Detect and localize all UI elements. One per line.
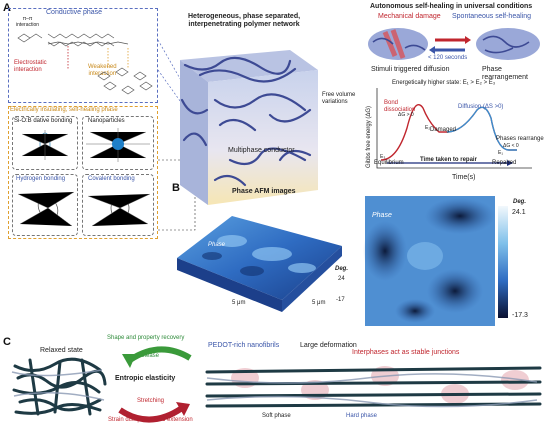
covalent-diagram <box>87 193 151 227</box>
repaired-label: Repaired <box>492 160 517 166</box>
insulating-phase-box <box>8 106 158 239</box>
panel-a-letter: A <box>3 2 11 14</box>
colorbar <box>498 206 508 318</box>
weakened-label: Weakened interaction <box>88 64 117 77</box>
y-axis-label: Gibbs free energy (ΔG) <box>366 105 372 168</box>
large-def-label: Large deformation <box>300 342 357 349</box>
polymer-network-block <box>180 50 318 205</box>
x-axis-label: Time(s) <box>452 174 476 181</box>
time-label: < 120 seconds <box>428 55 468 61</box>
colorbar-max: 24.1 <box>512 209 526 216</box>
relaxed-network <box>11 357 107 416</box>
conductive-phase-box <box>8 8 158 103</box>
sio-b-label: Si-O:B dative bonding <box>14 118 73 124</box>
afm-deg-bot: -17 <box>336 297 345 303</box>
time-repair-label: Time taken to repair <box>420 157 477 163</box>
bond-dissoc-label: Bond dissociation <box>384 100 416 113</box>
electrostatic-label: Electrostatic interaction <box>14 60 47 73</box>
panel-c-letter: C <box>3 336 11 348</box>
afm-2d-phase-label: Phase <box>372 212 392 219</box>
pi-interaction-label: π–π interaction <box>16 16 40 28</box>
hydrogen-label: Hydrogen bonding <box>16 176 66 182</box>
spont-heal-label: Spontaneous self-healing <box>452 13 532 20</box>
panel-b-letter: B <box>172 182 180 194</box>
dg-neg-label: ΔG < 0 <box>503 143 519 149</box>
stretched-network <box>205 366 542 408</box>
stimuli-label: Stimuli triggered diffusion <box>371 66 450 73</box>
conductive-structures <box>17 33 153 95</box>
colorbar-min: -17.3 <box>512 312 528 319</box>
multiphase-label: Multiphase conductor <box>228 147 295 154</box>
covalent-label: Covalent bonding <box>88 176 135 182</box>
e3-label: E₃ <box>380 154 386 160</box>
healing-spheres <box>368 28 540 60</box>
nanoparticle-diagram <box>86 128 150 162</box>
nanoparticle-icon <box>112 138 124 150</box>
entropic-label: Entropic elasticity <box>115 375 176 382</box>
stretching-arrow-icon <box>118 405 184 423</box>
hydrogen-diagram <box>17 191 75 227</box>
relaxed-label: Relaxed state <box>40 347 83 354</box>
interphases-label: Interphases act as stable junctions <box>352 349 460 356</box>
afm-deg-label: Deg. <box>335 266 349 272</box>
free-volume-label: Free volume variations <box>322 92 356 105</box>
phase-rearr-label: Phase rearrangement <box>482 66 528 82</box>
diffusion-label: Diffusion (ΔS >0) <box>458 104 504 110</box>
afm-scale-2: 5 μm <box>312 300 326 306</box>
release-arrow-icon <box>128 346 192 363</box>
release-label: Release <box>137 353 160 359</box>
energy-state-label: Energetically higher state: E₁ > E₂ > E₃ <box>392 80 496 86</box>
afm-3d-surface <box>177 216 342 312</box>
cycle-arrows <box>118 346 192 423</box>
insulating-phase-label: Electrically insulating, self-healing ph… <box>10 107 118 113</box>
colorbar-title: Deg. <box>513 199 527 205</box>
mech-damage-label: Mechanical damage <box>378 13 441 20</box>
phases-rearr-label: Phases rearrange <box>496 136 544 142</box>
energy-diagram <box>376 88 532 169</box>
hard-phase-label: Hard phase <box>346 413 378 419</box>
stretching-label: Stretching <box>137 398 165 404</box>
network-title: Heterogeneous, phase separated, interpen… <box>188 13 301 29</box>
pedot-label: PEDOT-rich nanofibrils <box>208 342 280 349</box>
nanoparticles-label: Nanoparticles <box>88 118 125 124</box>
conductive-phase-label: Conductive phase <box>46 9 103 16</box>
soft-phase-label: Soft phase <box>262 413 291 419</box>
e1-label: E₁ <box>498 150 504 156</box>
afm-title: Phase AFM images <box>232 188 296 195</box>
sio-b-diagram <box>21 130 69 160</box>
afm-deg-top: 24 <box>338 276 345 282</box>
dg-pos-label: ΔG > 0 <box>398 112 414 118</box>
damaged-label: Damaged <box>430 127 457 133</box>
shape-recovery-label: Shape and property recovery <box>107 335 185 341</box>
afm-phase-label: Phase <box>208 242 226 248</box>
afm-2d-image <box>363 196 495 326</box>
healing-title: Autonomous self-healing in universal con… <box>370 3 533 10</box>
equilibrium-label: Equilibrium <box>374 160 404 166</box>
afm-scale-1: 5 μm <box>232 300 246 306</box>
e2-label: E₂ <box>425 125 431 131</box>
